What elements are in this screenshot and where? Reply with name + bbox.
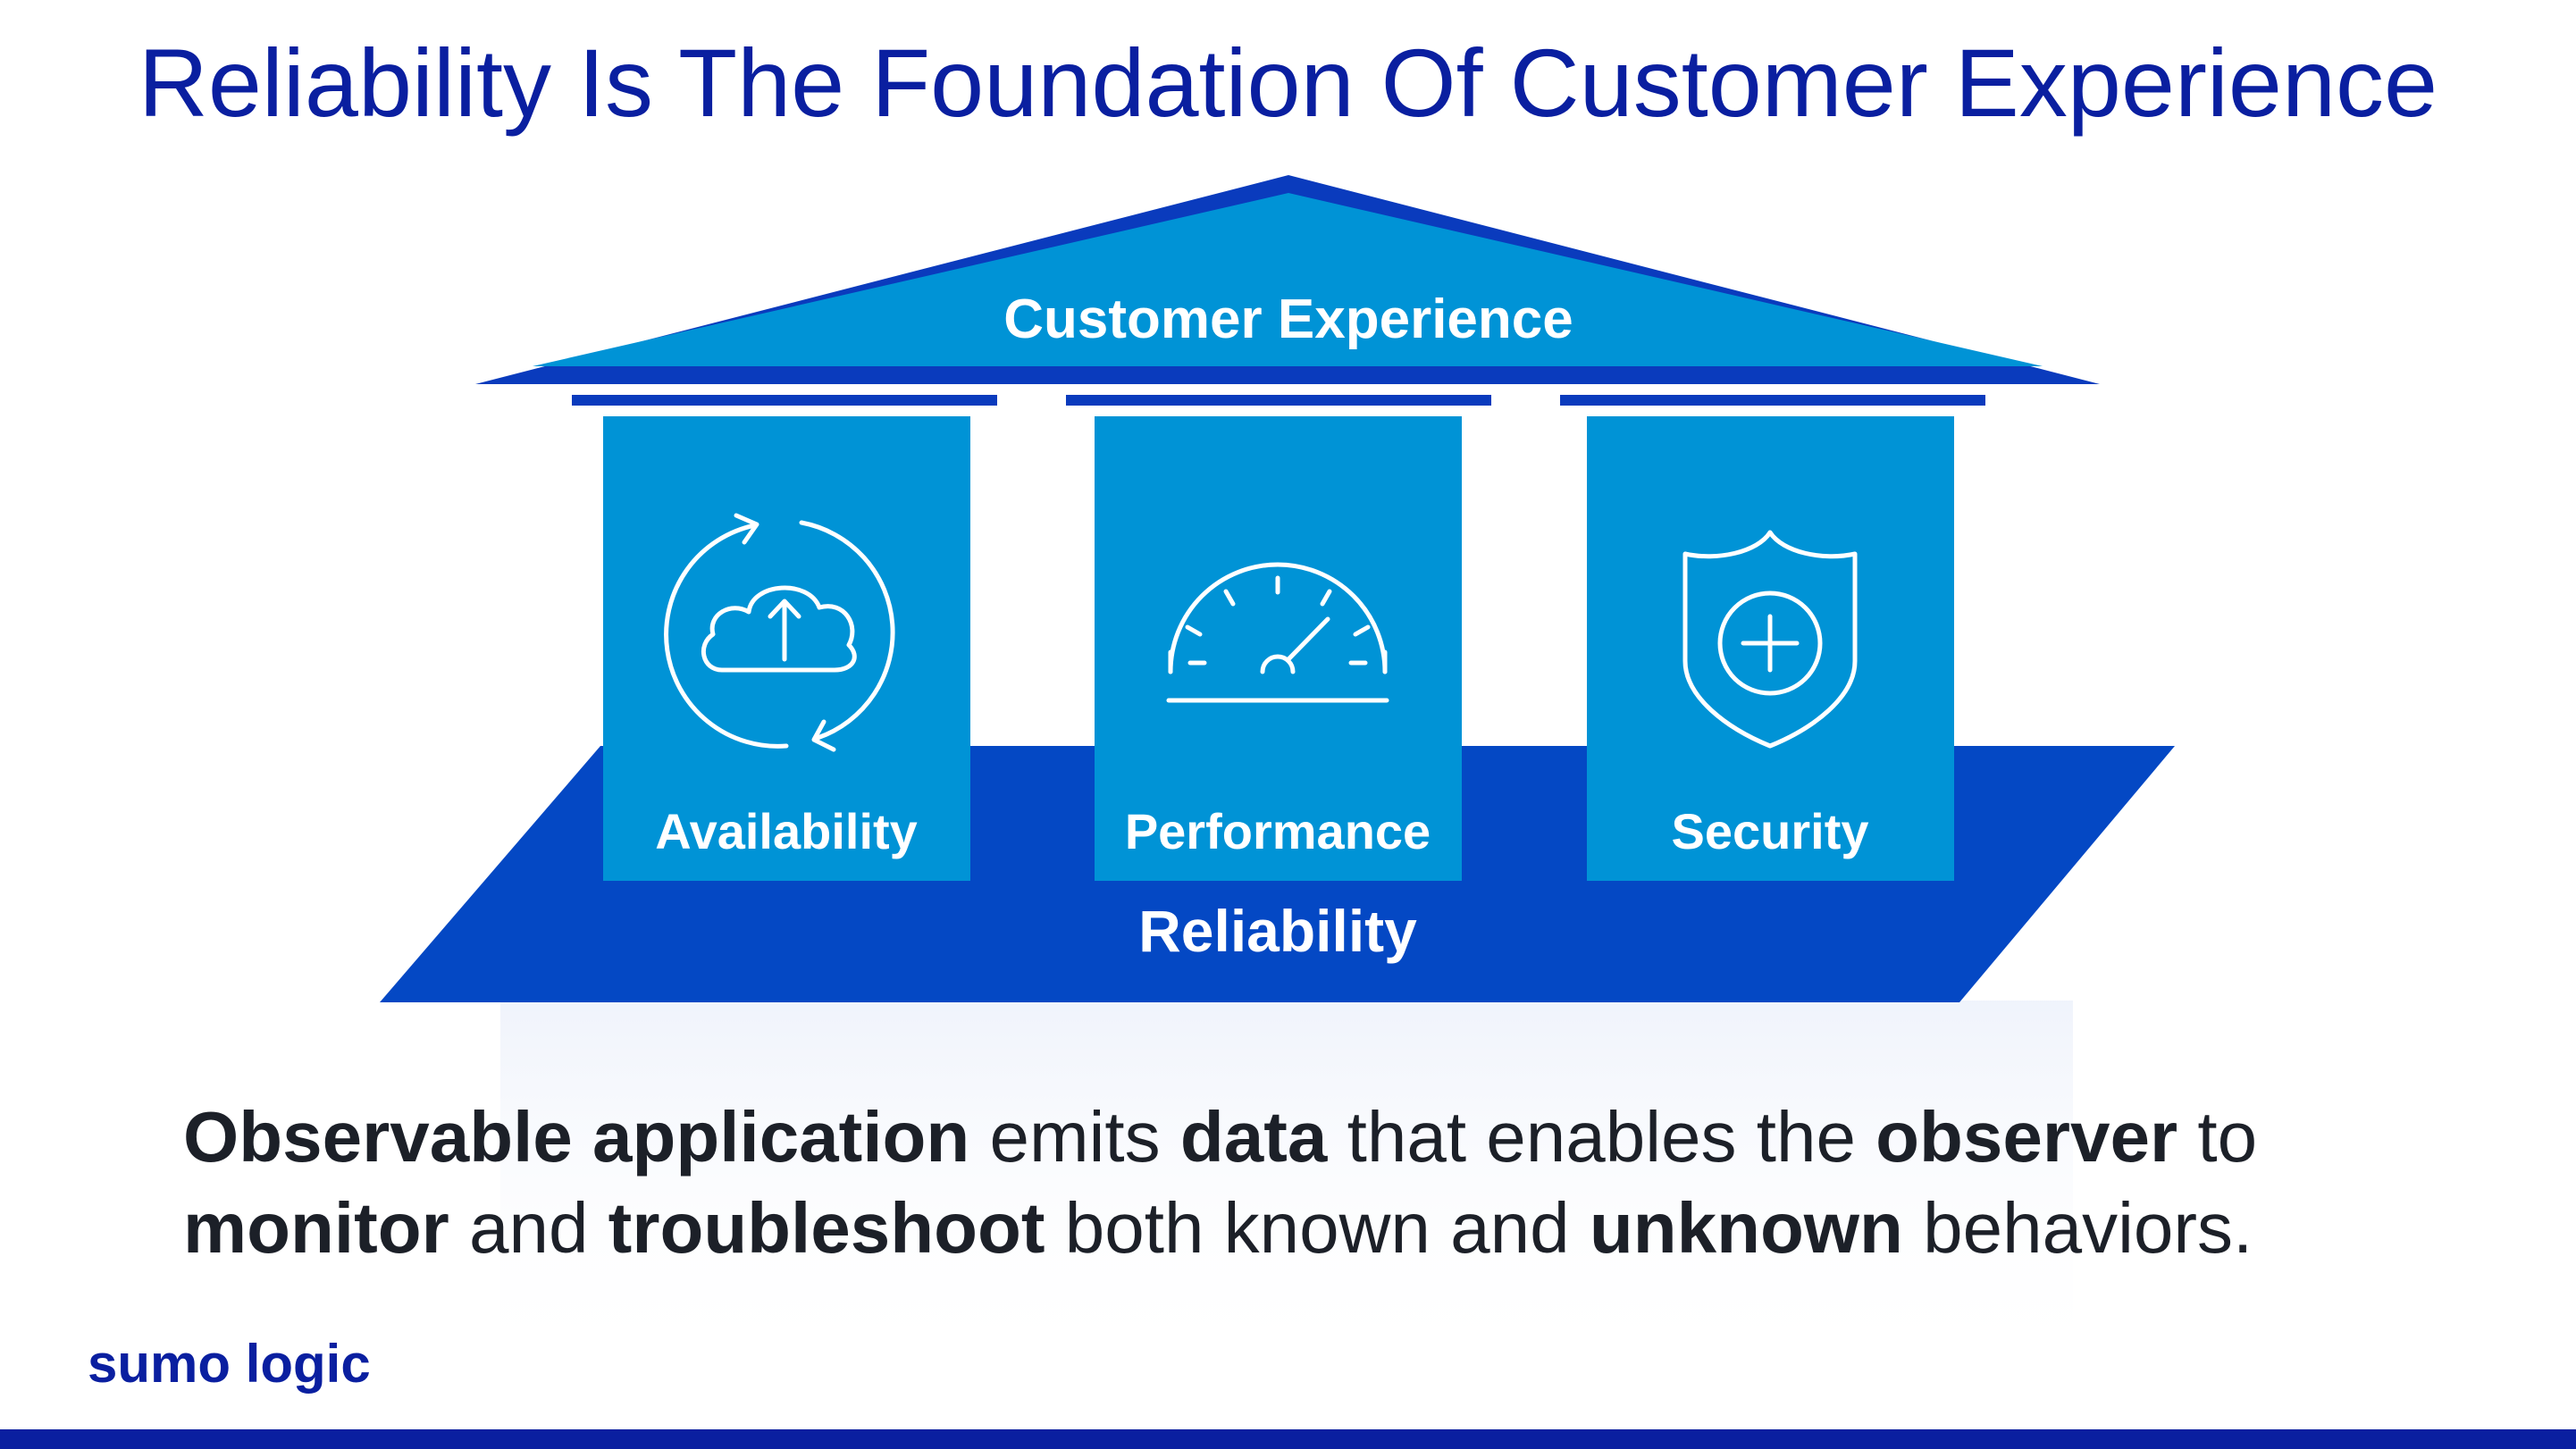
reliability-label: Reliability bbox=[1138, 898, 1417, 964]
statement-line-2: monitor and troubleshoot both known and … bbox=[183, 1183, 2471, 1274]
speedometer-icon bbox=[1166, 562, 1389, 703]
pillar-performance bbox=[1095, 416, 1462, 881]
base-reflection bbox=[500, 1001, 2073, 1376]
observability-statement: Observable application emits data that e… bbox=[183, 1092, 2471, 1274]
pillar-capital bbox=[572, 395, 997, 406]
statement-line-1: Observable application emits data that e… bbox=[183, 1092, 2471, 1183]
statement-text: emits bbox=[969, 1097, 1180, 1177]
cloud-upload-cycle-icon bbox=[664, 513, 895, 752]
pillar-label-security: Security bbox=[1672, 803, 1869, 859]
statement-term-unknown: unknown bbox=[1589, 1188, 1903, 1268]
pillar-label-availability: Availability bbox=[655, 803, 918, 859]
statement-term-observer: observer bbox=[1875, 1097, 2178, 1177]
shield-plus-icon bbox=[1682, 530, 1858, 749]
statement-term-observable-application: Observable application bbox=[183, 1097, 970, 1177]
slide-title: Reliability Is The Foundation Of Custome… bbox=[138, 29, 2438, 137]
statement-text: behaviors. bbox=[1902, 1188, 2253, 1268]
customer-experience-label: Customer Experience bbox=[1003, 289, 1573, 350]
statement-text: that enables the bbox=[1327, 1097, 1876, 1177]
statement-term-troubleshoot: troubleshoot bbox=[608, 1188, 1045, 1268]
statement-text: both known and bbox=[1045, 1188, 1590, 1268]
roof bbox=[533, 193, 2043, 366]
pillar-label-performance: Performance bbox=[1125, 803, 1431, 859]
statement-term-monitor: monitor bbox=[183, 1188, 449, 1268]
statement-term-data: data bbox=[1179, 1097, 1328, 1177]
statement-text: and bbox=[449, 1188, 608, 1268]
pillar-capital bbox=[1066, 395, 1491, 406]
pillar-capital bbox=[1560, 395, 1985, 406]
statement-text: to bbox=[2177, 1097, 2258, 1177]
footer-bar bbox=[0, 1429, 2576, 1449]
sumo-logic-logo: sumo logic bbox=[88, 1334, 371, 1394]
